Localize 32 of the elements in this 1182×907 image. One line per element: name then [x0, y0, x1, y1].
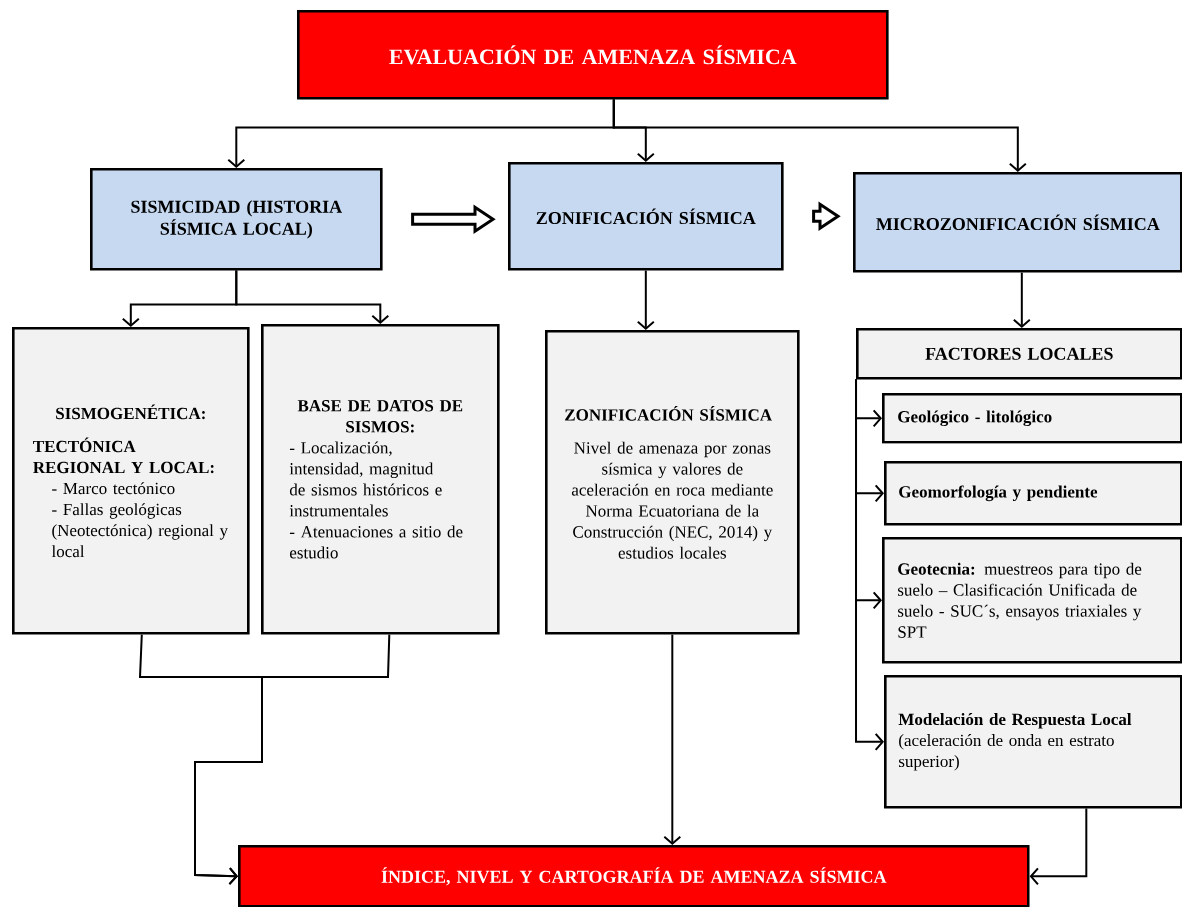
process-box: Geomorfología y pendiente — [884, 461, 1182, 526]
title-box: ÍNDICE, NIVEL Y CARTOGRAFÍA DE AMENAZA SÍSMICA — [238, 845, 1030, 907]
arrow — [235, 269, 390, 324]
arrow — [1012, 271, 1031, 328]
process-box: SISMICIDAD (HISTORIA SÍSMICA LOCAL) — [90, 168, 383, 271]
text-box — [261, 324, 500, 635]
arrow — [612, 98, 1027, 172]
box-heading: ZONIFICACIÓN SÍSMICA — [565, 405, 772, 421]
process-box: Geotecnia: muestreos para tipo de suelo – Clasificación Unificada de suelo - SUC´s, ensayos triaxiales y SPT — [882, 537, 1182, 664]
box-heading: BASE DE DATOS DE SISMOS: — [297, 400, 463, 433]
list-item: - Fallas geológicas (Neotectónica) regional y local — [51, 503, 228, 558]
list-item: - Marco tectónico — [52, 482, 175, 495]
arrow — [636, 269, 655, 330]
process-box: Modelación de Respuesta Local (aceleración de onda en estrato superior) — [884, 675, 1182, 809]
process-box: ZONIFICACIÓN SÍSMICA — [508, 162, 784, 271]
block-arrow — [411, 204, 496, 235]
title-box: EVALUACIÓN DE AMENAZA SÍSMICA — [297, 10, 889, 100]
process-box: Geológico - litológico — [882, 393, 1182, 444]
arrow — [1029, 807, 1088, 886]
body-text: Nivel de amenaza por zonas sísmica y valores de aceleración en roca mediante Norma Ecuatoriana de la Construcción (NEC, 2014) y estudios locales — [571, 441, 773, 559]
process-box: MICROZONIFICACIÓN SÍSMICA — [853, 172, 1182, 273]
box-heading: TECTÓNICA REGIONAL Y LOCAL: — [33, 437, 214, 474]
arrow — [663, 633, 682, 845]
arrow — [194, 633, 391, 886]
arrow — [855, 378, 884, 751]
body-text: - Localización, intensidad, magnitud de sismos históricos e instrumentales — [289, 441, 442, 517]
body-text: - Atenuaciones a sitio de estudio — [289, 525, 463, 559]
process-box: FACTORES LOCALES — [856, 328, 1182, 380]
text-box — [12, 327, 250, 635]
text-box — [545, 330, 800, 635]
box-heading: SISMOGENÉTICA: — [56, 404, 205, 420]
block-arrow — [812, 201, 841, 232]
